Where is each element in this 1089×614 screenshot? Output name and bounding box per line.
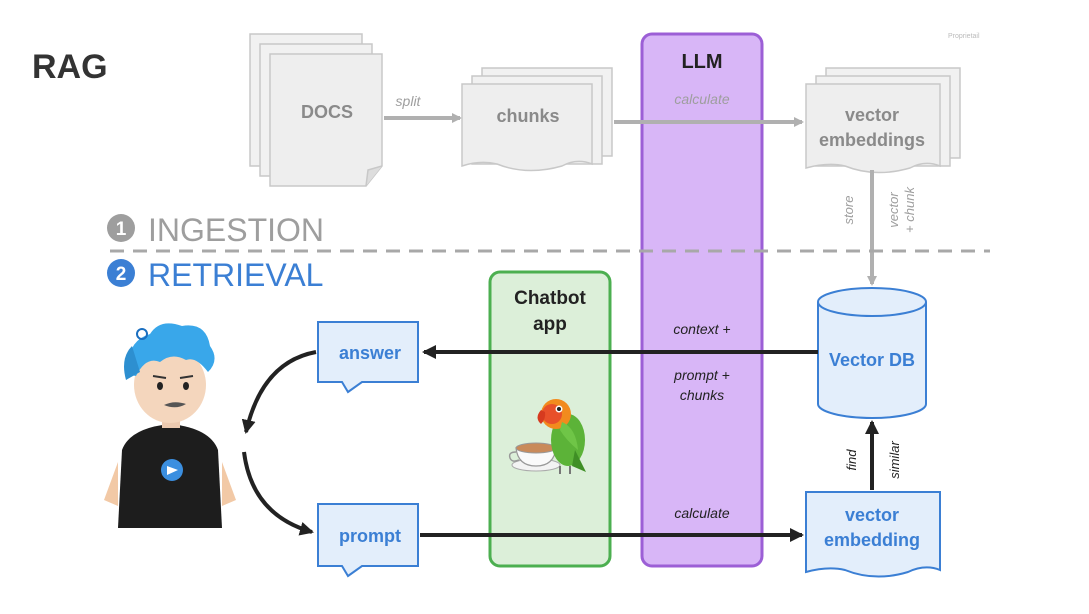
embeddings-label-line2: embeddings [819,130,925,150]
prompt-label: prompt [339,526,401,546]
user-to-prompt-arrow [242,451,314,536]
llm-column [640,32,764,568]
embeddings-label-line1: vector [845,105,899,125]
ingestion-heading: INGESTION [148,212,324,248]
calculate-label-ingestion: calculate [674,91,729,107]
prompt-chunks-label-line2: chunks [680,387,724,403]
chunks-label: chunks [496,106,559,126]
prompt-chunks-label-line1: prompt + [673,367,730,383]
embedding-label-line2: embedding [824,530,920,550]
store-label: store [841,196,856,225]
vector-embeddings-stack [805,67,961,174]
retrieval-heading: RETRIEVAL [148,257,323,293]
user-avatar-icon [104,323,236,528]
llm-label: LLM [681,51,722,73]
page-title: RAG [32,48,108,86]
watermark: Proprietail [948,33,980,40]
query-embedding-box [805,491,941,578]
ingestion-step-circle [107,214,135,242]
vector-db-label: Vector DB [829,350,915,370]
answer-to-user-arrow [241,350,317,434]
retrieval-step-circle [107,259,135,287]
similar-label: similar [887,441,902,479]
parrot-with-tea-icon [508,399,586,474]
embedding-label-line1: vector [845,505,899,525]
retrieval-step-number: 2 [116,264,127,285]
chatbot-label-line1: Chatbot [514,288,586,309]
chatbot-label-line2: app [533,314,567,335]
docs-stack [249,33,383,187]
context-label: context + [673,321,730,337]
vector-chunk-label-line1: vector [886,192,901,228]
ingestion-step-number: 1 [116,219,127,240]
vector-chunk-label-line2: + chunk [902,186,917,233]
find-label: find [844,449,859,471]
answer-box [317,321,419,394]
split-label: split [396,93,422,109]
prompt-box [317,503,419,578]
chunks-stack [461,67,613,172]
vector-db-cylinder [817,287,927,419]
answer-label: answer [339,343,401,363]
calculate-label-retrieval: calculate [674,505,729,521]
docs-label: DOCS [301,102,353,122]
